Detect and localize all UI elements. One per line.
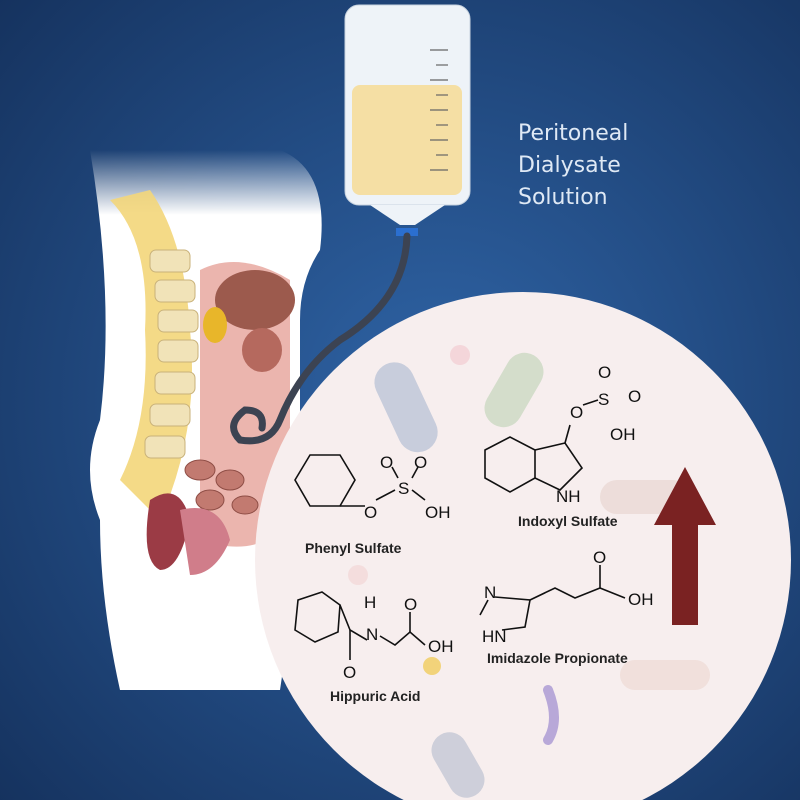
atom-label: OH bbox=[428, 637, 454, 656]
liver bbox=[215, 270, 295, 330]
atom-label: OH bbox=[425, 503, 451, 522]
atom-label: N bbox=[484, 583, 496, 602]
atom-label: S bbox=[398, 479, 409, 498]
indoxyl-sulfate-label: Indoxyl Sulfate bbox=[518, 513, 618, 529]
atom-label: O bbox=[404, 595, 417, 614]
phenyl-sulfate-label: Phenyl Sulfate bbox=[305, 540, 402, 556]
increase-arrow-icon bbox=[654, 467, 716, 625]
title-line-1: Peritoneal bbox=[518, 121, 628, 146]
imidazole-propionate-structure: N HN O OH Imidazole Propionate bbox=[479, 548, 654, 666]
atom-label: OH bbox=[610, 425, 636, 444]
title-line-2: Dialysate bbox=[518, 153, 621, 178]
indoxyl-sulfate-structure: O S O O OH NH Indoxyl Sulfate bbox=[484, 363, 641, 529]
title-line-3: Solution bbox=[518, 185, 608, 210]
atom-label: O bbox=[380, 453, 393, 472]
title: Peritoneal Dialysate Solution bbox=[518, 121, 628, 210]
atom-label: N bbox=[366, 625, 378, 644]
hippuric-acid-structure: H N O O OH Hippuric Acid bbox=[294, 591, 454, 704]
atom-label: O bbox=[343, 663, 356, 682]
dialysate-bag bbox=[344, 4, 471, 236]
atom-label: OH bbox=[628, 590, 654, 609]
atom-label: NH bbox=[556, 487, 581, 506]
phenyl-sulfate-structure: O O O S OH Phenyl Sulfate bbox=[294, 453, 451, 556]
atom-label: O bbox=[364, 503, 377, 522]
gut-microbiome-circle bbox=[255, 292, 791, 800]
atom-label: O bbox=[593, 548, 606, 567]
atom-label: O bbox=[628, 387, 641, 406]
imidazole-propionate-label: Imidazole Propionate bbox=[487, 650, 628, 666]
atom-label: O bbox=[570, 403, 583, 422]
hippuric-acid-label: Hippuric Acid bbox=[330, 688, 421, 704]
atom-label: HN bbox=[482, 627, 507, 646]
atom-label: H bbox=[364, 593, 376, 612]
atom-label: S bbox=[598, 390, 609, 409]
catheter-tube bbox=[230, 232, 411, 445]
atom-label: O bbox=[598, 363, 611, 382]
atom-label: O bbox=[414, 453, 427, 472]
